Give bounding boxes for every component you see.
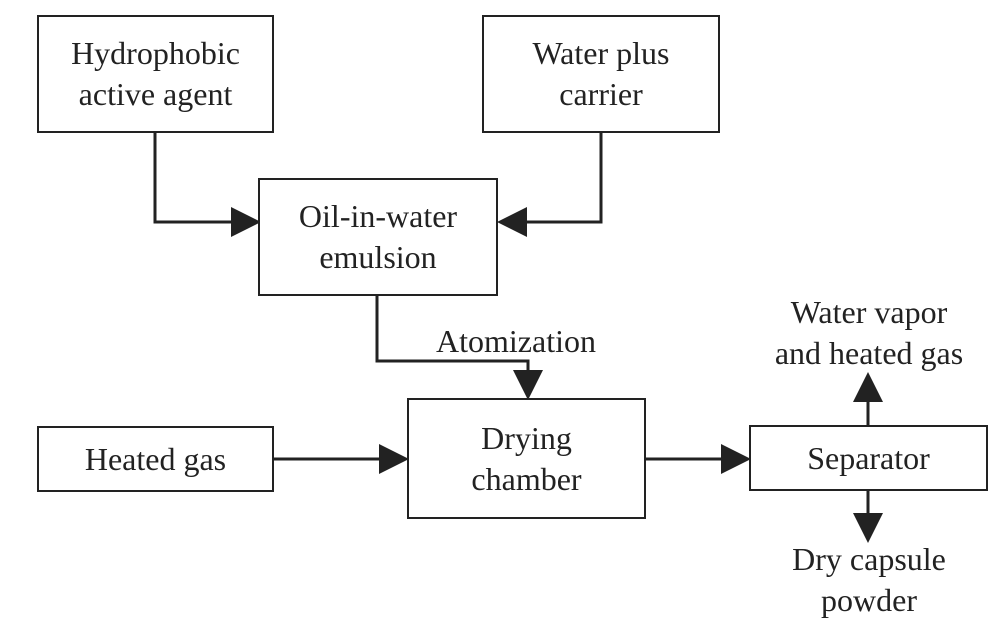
water-plus-carrier-box: Water plus carrier <box>482 15 720 133</box>
arrow-emulsion-to-drying <box>375 296 543 400</box>
heated-gas-box: Heated gas <box>37 426 274 492</box>
powder-line-1: Dry capsule <box>792 541 946 577</box>
hydrophobic-active-agent-box: Hydrophobic active agent <box>37 15 274 133</box>
emulsion-line-2: emulsion <box>319 239 437 275</box>
vapor-line-2: and heated gas <box>774 335 964 371</box>
powder-line-2: powder <box>821 582 917 618</box>
dry-capsule-powder-label: Dry capsule powder <box>758 539 980 621</box>
heated-gas-label: Heated gas <box>84 440 227 477</box>
vapor-line-1: Water vapor <box>790 294 948 330</box>
emulsion-line-1: Oil-in-water <box>298 198 458 234</box>
separator-box: Separator <box>749 425 988 491</box>
hydrophobic-line-2: active agent <box>78 76 233 112</box>
drying-line-2: chamber <box>471 460 582 497</box>
atomization-label: Atomization <box>436 323 596 359</box>
arrow-hydrophobic-to-emulsion <box>153 133 261 237</box>
water-carrier-line-2: carrier <box>559 76 643 112</box>
separator-label: Separator <box>807 439 930 476</box>
water-carrier-line-1: Water plus <box>532 35 670 71</box>
arrow-water-to-emulsion <box>497 133 603 237</box>
drying-chamber-box: Drying chamber <box>407 398 646 519</box>
water-vapor-output-label: Water vapor and heated gas <box>758 292 980 374</box>
oil-in-water-emulsion-box: Oil-in-water emulsion <box>258 178 498 296</box>
drying-line-1: Drying <box>481 419 572 456</box>
hydrophobic-line-1: Hydrophobic <box>71 35 240 71</box>
